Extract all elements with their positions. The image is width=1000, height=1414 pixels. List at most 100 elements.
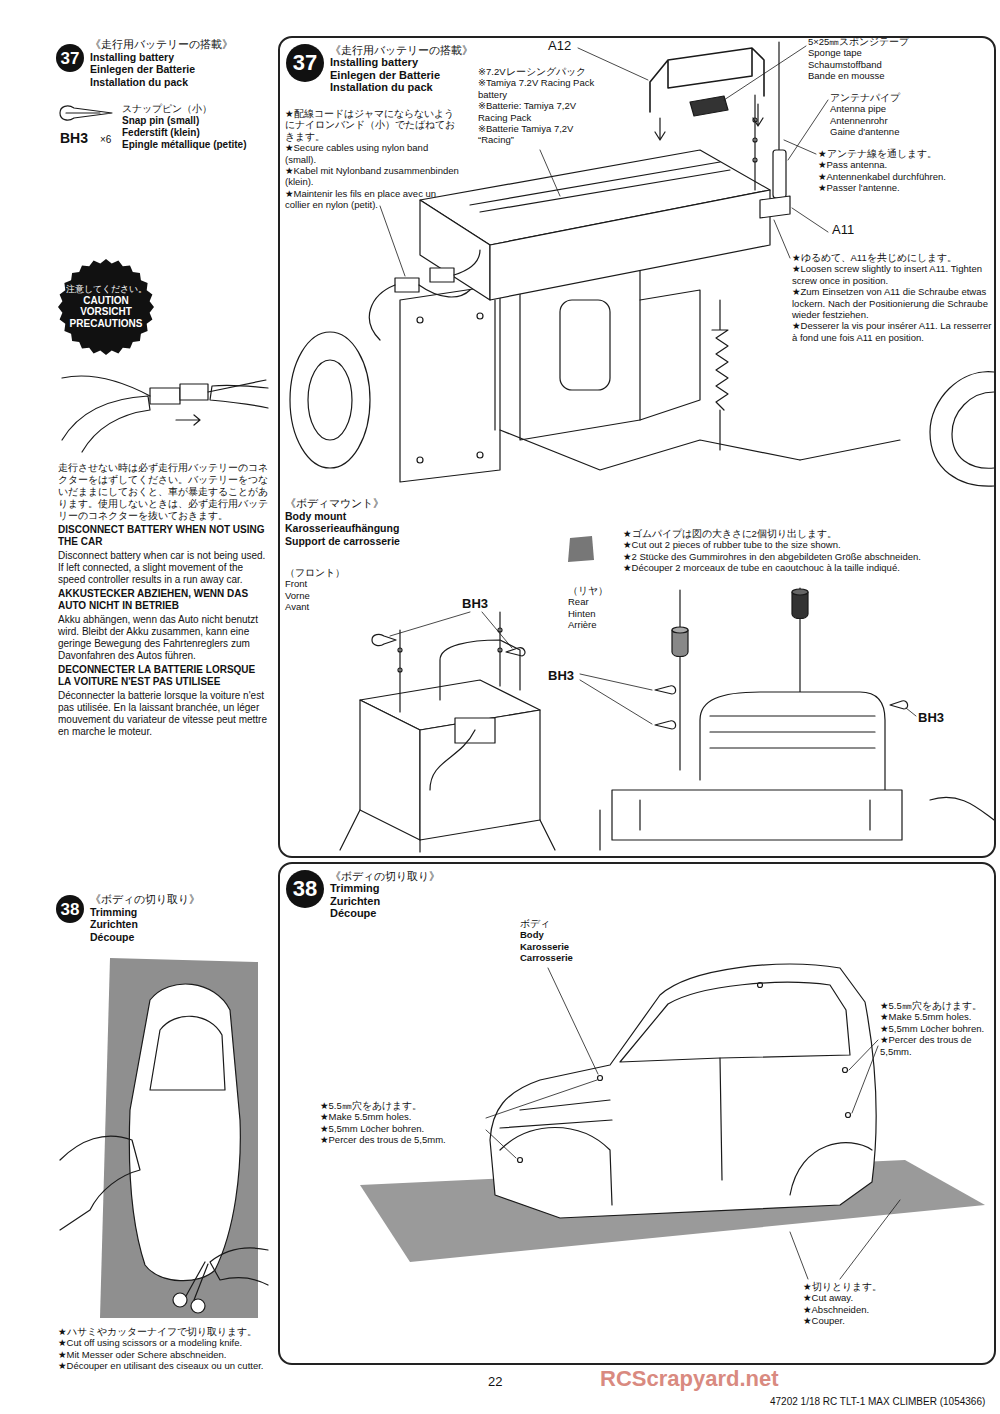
- label-group: ★5.5㎜穴をあけます。★Make 5.5mm holes.★5,5mm Löc…: [320, 1100, 485, 1146]
- part-code: BH3: [548, 668, 584, 684]
- instruction-note: ★Secure cables using nylon band (small).: [285, 142, 460, 165]
- label-group: ★ハサミやカッターナイフで切り取ります。★Cut off using sciss…: [58, 1326, 273, 1372]
- label-group: 《走行用バッテリーの搭載》Installing batteryEinlegen …: [90, 38, 270, 88]
- instruction-note: ★Découper en utilisant des ciseaux ou un…: [58, 1360, 273, 1371]
- instruction-note: ★5.5㎜穴をあけます。: [320, 1100, 485, 1111]
- step-number-circle: 38: [56, 895, 84, 923]
- part-name: Karosserie: [520, 941, 640, 952]
- instruction-note: ★Mit Messer oder Schere abschneiden.: [58, 1349, 273, 1360]
- position-label: Hinten: [568, 608, 630, 619]
- battery-note: ※Tamiya 7.2V Racing Pack battery: [478, 77, 606, 100]
- step-heading: 《走行用バッテリーの搭載》: [90, 38, 270, 51]
- position-label: Arrière: [568, 619, 630, 630]
- instruction-note: ★配線コードはジャマにならないようにナイロンバンド（小）でたばねておきます。: [285, 108, 460, 142]
- caution-text: 注意してください。: [66, 285, 147, 295]
- step-heading: Zurichten: [330, 895, 590, 908]
- section-heading: Support de carrosserie: [285, 535, 455, 548]
- part-name: ボディ: [520, 918, 640, 929]
- step-number: 38: [61, 901, 80, 918]
- caution-text: PRECAUTIONS: [70, 318, 143, 330]
- label-group: 22: [488, 1374, 528, 1390]
- instruction-note: ★Abschneiden.: [803, 1304, 953, 1315]
- watermark: RCScrapyard.net: [600, 1366, 800, 1392]
- battery-note: ※7.2Vレーシングパック: [478, 66, 606, 77]
- label-group: （リヤ）RearHintenArrière: [568, 585, 630, 631]
- instruction-note: ★Kabel mit Nylonband zusammenbinden (kle…: [285, 165, 460, 188]
- step-heading: Découpe: [90, 931, 260, 944]
- instruction-note: ★Loosen screw slightly to insert A11. Ti…: [792, 263, 992, 286]
- label-group: RCScrapyard.net: [600, 1366, 800, 1392]
- footer-text: 47202 1/18 RC TLT-1 MAX CLIMBER (1054366…: [770, 1396, 996, 1408]
- step-heading: Découpe: [330, 907, 590, 920]
- label-group: BH3: [918, 710, 958, 726]
- part-name: Epingle métallique (petite): [122, 139, 272, 151]
- position-label: Avant: [285, 601, 365, 612]
- battery-note: ※Batterie: Tamiya 7,2V Racing Pack: [478, 100, 606, 123]
- instruction-note: ★2 Stücke des Gummirohres in den abgebil…: [623, 551, 993, 562]
- heading-group: 《ボディの切り取り》TrimmingZurichtenDécoupe: [330, 870, 590, 920]
- part-name: Schaumstoffband: [808, 59, 958, 70]
- instruction-note: ★Cut away.: [803, 1292, 953, 1303]
- step-number-circle: 37: [286, 44, 324, 82]
- label-group: A12: [548, 38, 582, 54]
- instruction-note: ★Percer des trous de 5,5mm.: [320, 1134, 485, 1145]
- label-group: ★アンテナ線を通します。★Pass antenna.★Antennenkabel…: [818, 148, 993, 194]
- label-group: BH3: [462, 596, 502, 612]
- instruction-note: ★ゆるめて、A11を共じめにします。: [792, 252, 992, 263]
- step-heading: Trimming: [90, 906, 260, 919]
- position-label: （リヤ）: [568, 585, 630, 596]
- step-heading: Installing battery: [90, 51, 270, 64]
- step-number: 37: [61, 50, 80, 67]
- label-group: 走行させない時は必ず走行用バッテリーのコネクターをはずしてください。バッテリーを…: [58, 462, 270, 740]
- position-label: Vorne: [285, 590, 365, 601]
- instruction-note: ★Make 5.5mm holes.: [320, 1111, 485, 1122]
- part-name: Antennenrohr: [830, 115, 980, 126]
- part-name: スナップピン（小）: [122, 103, 272, 115]
- label-group: ボディBodyKarosserieCarrosserie: [520, 918, 640, 964]
- part-name: 5×25㎜スポンジテープ: [808, 36, 958, 47]
- step-heading: 《ボディの切り取り》: [90, 893, 260, 906]
- caution-badge: 注意してください。CAUTIONVORSICHTPRECAUTIONS: [57, 258, 155, 356]
- starburst-outline: [58, 259, 154, 355]
- part-name: Antenna pipe: [830, 103, 980, 114]
- caution-note: DECONNECTER LA BATTERIE LORSQUE LA VOITU…: [58, 664, 270, 688]
- caution-note: Akku abhängen, wenn das Auto nicht benut…: [58, 614, 270, 662]
- position-label: Front: [285, 578, 365, 589]
- instruction-note: ★Antennenkabel durchführen.: [818, 171, 993, 182]
- label-group: BH3: [548, 668, 584, 684]
- label-group: アンテナパイプAntenna pipeAntennenrohrGaine d'a…: [830, 92, 980, 138]
- instruction-note: ★ハサミやカッターナイフで切り取ります。: [58, 1326, 273, 1337]
- position-label: Rear: [568, 596, 630, 607]
- instruction-note: ★Percer des trous de 5,5mm.: [880, 1034, 994, 1057]
- part-name: Gaine d'antenne: [830, 126, 980, 137]
- label-group: 《ボディの切り取り》TrimmingZurichtenDécoupe: [90, 893, 260, 943]
- instruction-note: ★5,5mm Löcher bohren.: [320, 1123, 485, 1134]
- step-heading: 《ボディの切り取り》: [330, 870, 590, 882]
- part-quantity: ×6: [100, 134, 130, 146]
- instruction-note: ★Zum Einsetzen von A11 die Schraube etwa…: [792, 286, 992, 320]
- caution-note: Déconnecter la batterie lorsque la voitu…: [58, 690, 270, 738]
- part-name: Federstift (klein): [122, 127, 272, 139]
- part-code: BH3: [60, 130, 100, 147]
- caution-text: CAUTION: [83, 295, 129, 307]
- label-group: 《ボディマウント》Body mountKarosserieaufhängungS…: [285, 497, 455, 547]
- label-group: ×6: [100, 134, 130, 146]
- page-number: 22: [488, 1374, 528, 1390]
- instruction-note: ★Cut off using scissors or a modeling kn…: [58, 1337, 273, 1348]
- part-name: アンテナパイプ: [830, 92, 980, 103]
- instruction-note: ★Cut out 2 pieces of rubber tube to the …: [623, 539, 993, 550]
- section-heading: Body mount: [285, 510, 455, 523]
- step-heading: Zurichten: [90, 918, 260, 931]
- caution-note: DISCONNECT BATTERY WHEN NOT USING THE CA…: [58, 524, 270, 548]
- label-group: ★配線コードはジャマにならないようにナイロンバンド（小）でたばねておきます。★S…: [285, 108, 460, 211]
- part-code: BH3: [462, 596, 502, 612]
- label-group: （フロント）FrontVorneAvant: [285, 567, 365, 613]
- step-heading: Trimming: [330, 882, 590, 895]
- caution-note: 走行させない時は必ず走行用バッテリーのコネクターをはずしてください。バッテリーを…: [58, 462, 270, 522]
- label-group: 5×25㎜スポンジテープSponge tapeSchaumstoffbandBa…: [808, 36, 958, 82]
- part-code: BH3: [918, 710, 958, 726]
- step-number: 38: [293, 878, 317, 900]
- instruction-note: ★Make 5.5mm holes.: [880, 1011, 994, 1022]
- label-group: A11: [832, 222, 866, 238]
